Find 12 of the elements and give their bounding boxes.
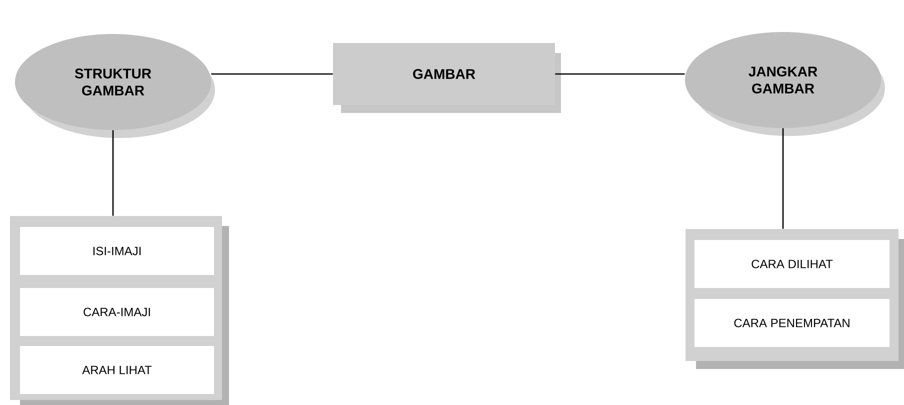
ellipse-node: STRUKTUR GAMBAR (14, 34, 215, 138)
item-box: CARA PENEMPATAN (694, 299, 890, 347)
connector-line (782, 128, 784, 229)
item-box: CARA-IMAJI (20, 288, 214, 336)
item-box: CARA DILIHAT (694, 240, 890, 288)
connector-line (211, 73, 333, 75)
ellipse-node: JANGKAR GAMBAR (684, 32, 885, 136)
item-box: ISI-IMAJI (20, 227, 214, 275)
title-box: GAMBAR (333, 43, 561, 113)
connector-line (112, 130, 114, 216)
item-box: ARAH LIHAT (20, 346, 214, 394)
connector-line (555, 73, 685, 75)
